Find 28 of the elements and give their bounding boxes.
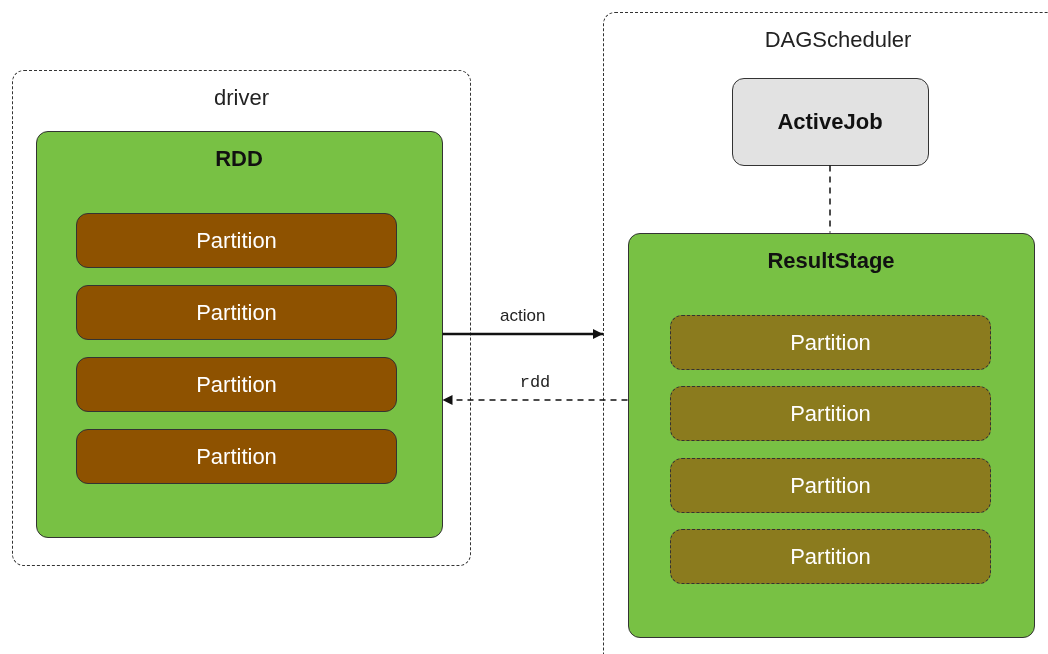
group-box <box>627 232 1035 638</box>
node-label: Partition <box>789 400 872 427</box>
node-label: ActiveJob <box>776 108 884 135</box>
partition-box <box>76 357 397 412</box>
group-title: RDD <box>214 145 264 172</box>
node-label: Partition <box>195 443 278 470</box>
process-box <box>731 77 929 166</box>
node-label: Partition <box>195 227 278 254</box>
group-title: ResultStage <box>766 247 896 274</box>
arrow <box>441 395 629 405</box>
node-label: Partition <box>789 329 872 356</box>
partition-box <box>76 285 397 340</box>
partition-box <box>670 458 991 513</box>
partition-box <box>670 386 991 441</box>
partition-box <box>670 529 991 584</box>
partition-box <box>76 429 397 484</box>
group-title: DAGScheduler <box>763 27 913 53</box>
dashed-container <box>603 12 1048 654</box>
group-title: driver <box>213 85 270 111</box>
dashed-container <box>12 70 471 566</box>
node-label: Partition <box>195 299 278 326</box>
partition-box <box>670 315 991 370</box>
node-label: Partition <box>195 371 278 398</box>
partition-box <box>76 213 397 268</box>
node-label: Partition <box>789 543 872 570</box>
arrow <box>442 329 603 339</box>
node-label: Partition <box>789 472 872 499</box>
group-box <box>35 130 443 538</box>
